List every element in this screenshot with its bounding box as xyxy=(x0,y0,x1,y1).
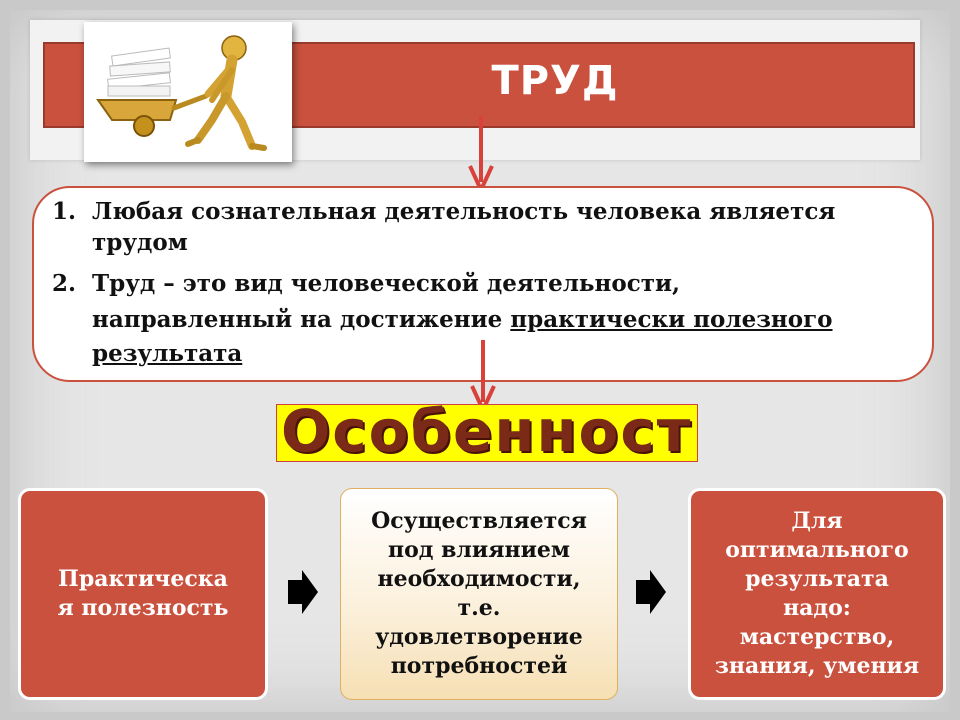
arrow-down-icon xyxy=(470,340,496,412)
features-banner: Особенности xyxy=(276,404,698,462)
feature-card-necessity: Осуществляется под влиянием необходимост… xyxy=(340,488,618,700)
card-text: Практическа я полезность xyxy=(58,565,229,623)
card-line: результата xyxy=(745,566,889,592)
page-title: ТРУД xyxy=(491,58,619,104)
card-line: под влиянием xyxy=(388,537,570,563)
definition-line: трудом xyxy=(92,229,188,256)
feature-card-practical-usefulness: Практическа я полезность xyxy=(18,488,268,700)
feature-card-skills: Для оптимального результата надо: мастер… xyxy=(688,488,946,700)
card-line: я полезность xyxy=(57,595,229,621)
card-line: оптимального xyxy=(725,537,909,563)
card-text: Осуществляется под влиянием необходимост… xyxy=(371,507,587,681)
chevron-right-icon xyxy=(288,570,318,614)
definition-text: направленный на достижение xyxy=(92,306,511,333)
card-line: удовлетворение xyxy=(375,624,583,650)
chevron-right-icon xyxy=(636,570,666,614)
definition-number: 1. xyxy=(52,198,77,225)
card-line: Практическа xyxy=(58,566,228,592)
card-line: надо: xyxy=(783,595,851,621)
card-line: Для xyxy=(791,508,843,534)
card-line: Осуществляется xyxy=(371,508,587,534)
definition-number: 2. xyxy=(52,270,77,297)
definition-line: Труд – это вид человеческой деятельности… xyxy=(92,270,681,297)
card-line: потребностей xyxy=(390,653,568,679)
paper-stack xyxy=(107,47,171,97)
card-line: необходимости, xyxy=(377,566,581,592)
figure-with-paper-cart-icon xyxy=(96,35,267,151)
arrow-down-icon xyxy=(468,116,494,192)
card-line: знания, умения xyxy=(714,653,920,679)
definition-line: Любая сознательная деятельность человека… xyxy=(92,198,836,225)
card-line: т.е. xyxy=(457,595,501,621)
card-line: мастерство, xyxy=(739,624,895,650)
underlined-phrase: результата xyxy=(92,340,243,367)
illustration-figure-cart xyxy=(84,22,292,162)
underlined-phrase: практически полезного xyxy=(510,306,833,333)
banner-title: Особенности xyxy=(281,404,698,462)
definition-line: направленный на достижение практически п… xyxy=(92,304,833,335)
card-text: Для оптимального результата надо: мастер… xyxy=(715,507,919,681)
